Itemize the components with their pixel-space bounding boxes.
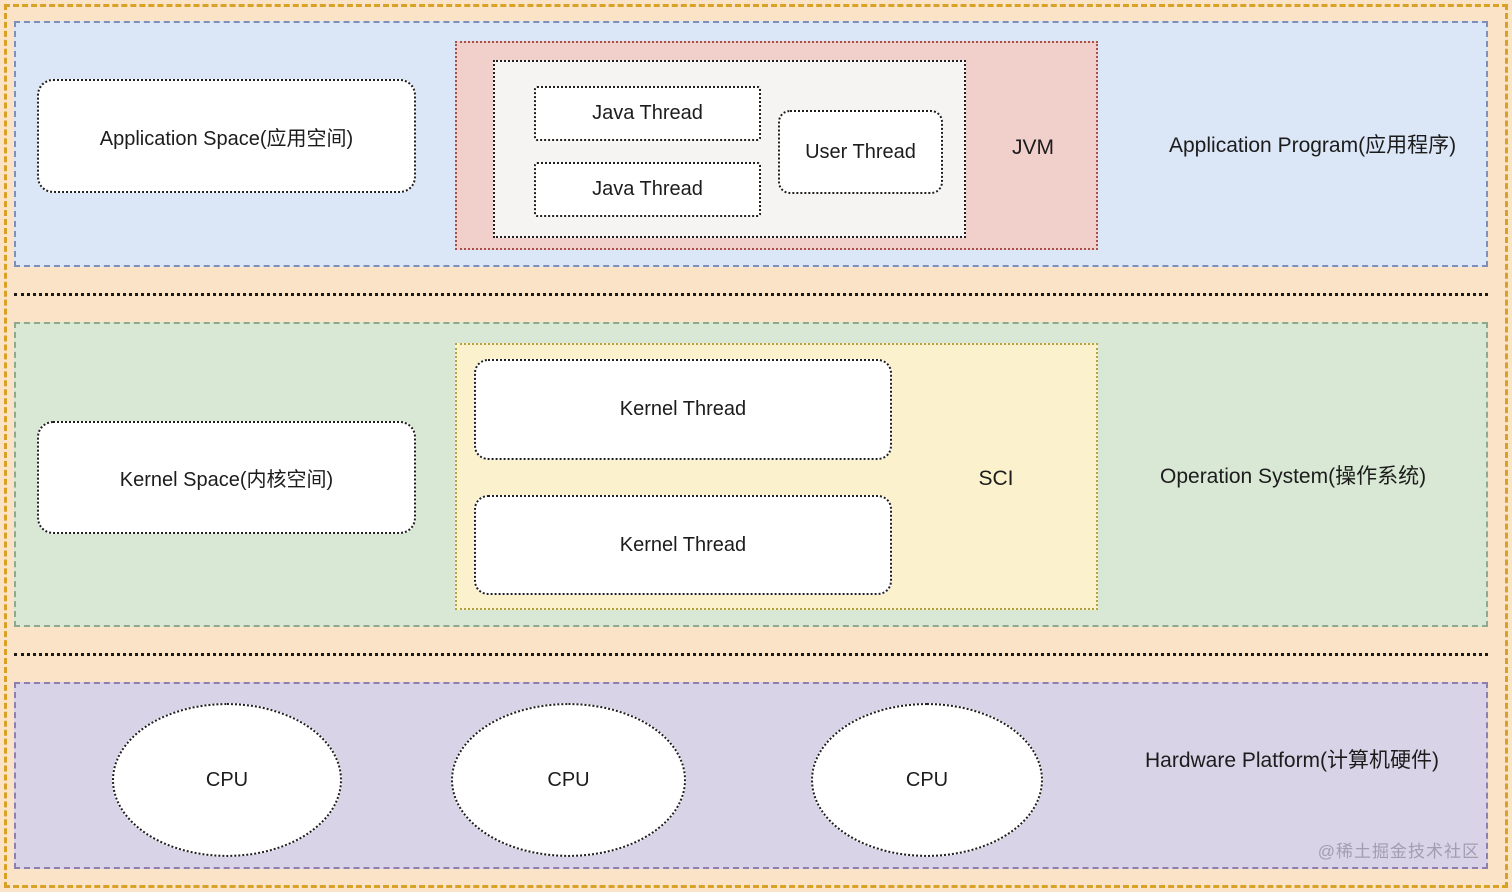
user-thread-box: User Thread xyxy=(778,110,943,194)
kernel-thread-box: Kernel Thread xyxy=(474,495,892,595)
cpu-ellipse: CPU xyxy=(451,703,686,857)
application-program-label: Application Program(应用程序) xyxy=(1169,134,1457,157)
cpu-ellipse: CPU xyxy=(811,703,1043,857)
java-thread-label: Java Thread xyxy=(592,102,703,124)
cpu-label: CPU xyxy=(905,768,949,791)
jvm-label: JVM xyxy=(1012,135,1054,159)
operation-system-label: Operation System(操作系统) xyxy=(1160,465,1427,488)
separator-app-os xyxy=(14,293,1488,296)
sci-label: SCI xyxy=(978,466,1014,490)
java-thread-box: Java Thread xyxy=(534,162,761,217)
kernel-thread-label: Kernel Thread xyxy=(619,398,747,420)
user-thread-label: User Thread xyxy=(805,140,916,163)
sci-container: Kernel Thread Kernel Thread SCI xyxy=(455,343,1098,610)
cpu-label: CPU xyxy=(547,768,590,791)
jvm-thread-group-box: Java Thread Java Thread User Thread xyxy=(493,60,966,238)
operation-system-layer: Kernel Space(内核空间) Kernel Thread Kernel … xyxy=(14,322,1488,627)
jvm-container: Java Thread Java Thread User Thread JVM xyxy=(455,41,1098,250)
application-program-layer: Application Space(应用空间) Java Thread Java… xyxy=(14,21,1488,267)
hardware-platform-label: Hardware Platform(计算机硬件) xyxy=(1145,749,1440,772)
watermark: @稀土掘金技术社区 xyxy=(1317,842,1480,861)
application-space-label: Application Space(应用空间) xyxy=(99,127,354,150)
kernel-space-label: Kernel Space(内核空间) xyxy=(119,469,334,491)
java-thread-label: Java Thread xyxy=(592,178,703,200)
kernel-space-box: Kernel Space(内核空间) xyxy=(37,421,416,534)
kernel-thread-box: Kernel Thread xyxy=(474,359,892,460)
separator-os-hardware xyxy=(14,653,1488,656)
hardware-platform-layer: CPU CPU CPU Hardware Platform(计算机硬件) @稀土… xyxy=(14,682,1488,869)
application-space-box: Application Space(应用空间) xyxy=(37,79,416,193)
cpu-ellipse: CPU xyxy=(112,703,342,857)
java-thread-box: Java Thread xyxy=(534,86,761,141)
kernel-thread-label: Kernel Thread xyxy=(619,533,747,556)
cpu-label: CPU xyxy=(205,768,249,791)
